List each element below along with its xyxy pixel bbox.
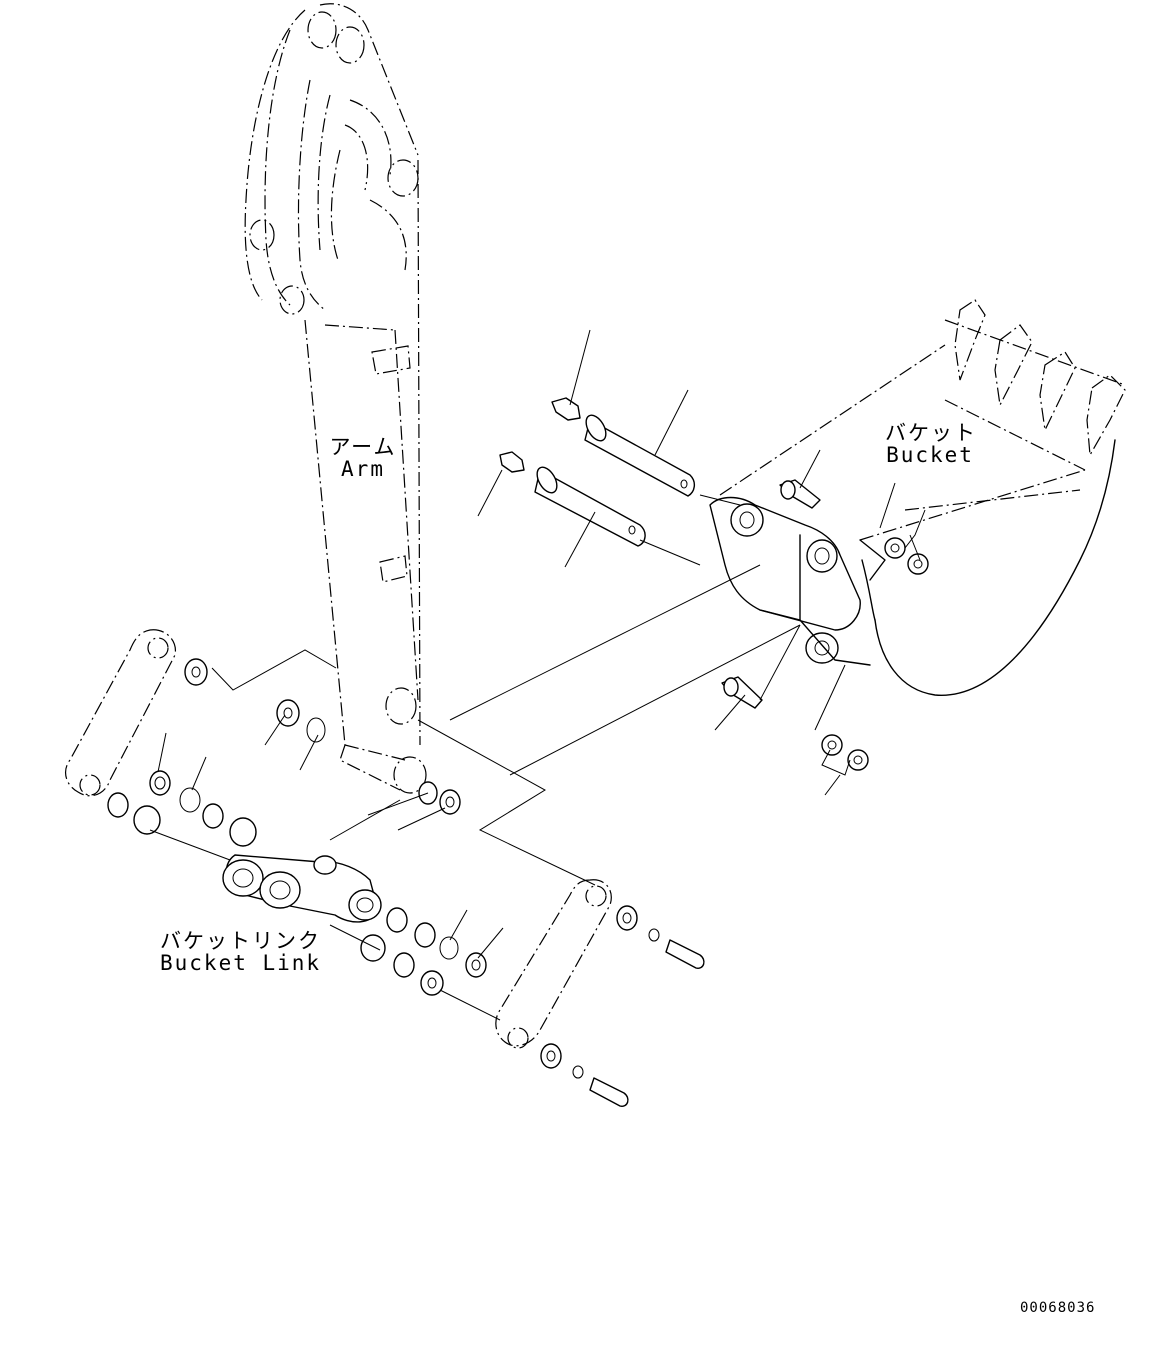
bucket-link-drawing — [64, 629, 705, 1107]
bucket-label-ja: バケット — [885, 421, 977, 445]
bucket-link-label-ja: バケットリンク — [160, 929, 321, 953]
arm-label: アーム Arm — [328, 436, 398, 480]
bucket-label: バケット Bucket — [885, 422, 975, 466]
bucket-link-label: バケットリンク Bucket Link — [160, 930, 320, 974]
bucket-label-en: Bucket — [886, 443, 974, 467]
arm-label-en: Arm — [341, 457, 385, 481]
bucket-drawing — [709, 299, 1126, 696]
pins-drawing — [499, 397, 929, 771]
document-number: 00068036 — [1020, 1300, 1096, 1316]
arm-label-ja: アーム — [329, 435, 397, 459]
bucket-link-label-en: Bucket Link — [160, 951, 322, 975]
leader-lines — [149, 329, 926, 1021]
arm-drawing — [244, 3, 427, 794]
